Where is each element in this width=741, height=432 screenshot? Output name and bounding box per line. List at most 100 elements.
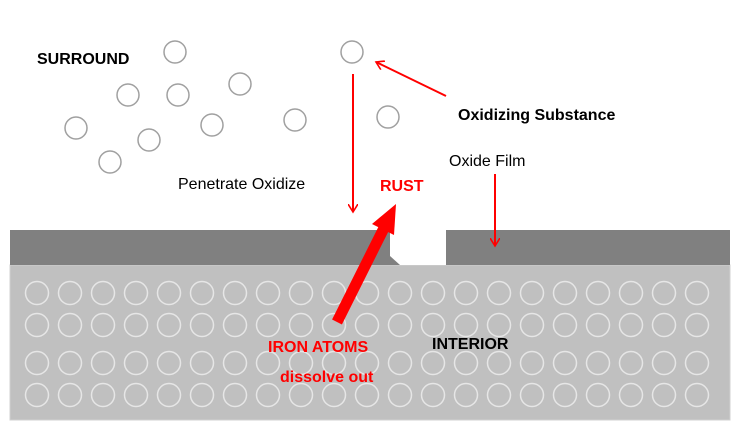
- iron-atom: [651, 350, 677, 376]
- iron-atom: [90, 350, 116, 376]
- iron-atom: [189, 280, 215, 306]
- iron-atom: [24, 312, 50, 338]
- iron-atom: [486, 350, 512, 376]
- oxidizing-substance-label: Oxidizing Substance: [458, 107, 615, 124]
- iron-atom: [255, 382, 281, 408]
- iron-atom: [420, 312, 446, 338]
- iron-atom: [321, 312, 347, 338]
- iron-atom: [321, 350, 347, 376]
- iron-atom: [618, 280, 644, 306]
- iron-atom: [57, 382, 83, 408]
- iron-atom: [354, 350, 380, 376]
- iron-atom: [189, 312, 215, 338]
- iron-atom: [90, 312, 116, 338]
- dissolve-thick-arrow: [332, 204, 396, 325]
- iron-atom: [552, 312, 578, 338]
- iron-atom: [453, 312, 479, 338]
- oxidizing-molecule: [340, 40, 364, 64]
- iron-atom: [387, 312, 413, 338]
- oxidizing-molecule: [64, 116, 88, 140]
- iron-atom: [255, 312, 281, 338]
- iron-atom: [156, 280, 182, 306]
- iron-atom: [156, 350, 182, 376]
- interior-label: INTERIOR: [432, 336, 509, 353]
- iron-atom: [387, 350, 413, 376]
- iron-atom: [90, 280, 116, 306]
- iron-atom: [453, 382, 479, 408]
- iron-atom: [684, 382, 710, 408]
- iron-atom: [387, 382, 413, 408]
- iron-atom: [123, 382, 149, 408]
- dissolve-out-label: dissolve out: [280, 369, 374, 386]
- iron-atom: [354, 382, 380, 408]
- oxide-film-gap: [390, 229, 446, 265]
- iron-atom: [222, 382, 248, 408]
- oxidizing-molecule: [200, 113, 224, 137]
- oxidizing-molecule: [98, 150, 122, 174]
- iron-atom: [156, 312, 182, 338]
- iron-atom: [288, 280, 314, 306]
- iron-atom: [57, 350, 83, 376]
- rust-label: RUST: [380, 178, 424, 195]
- iron-atom: [684, 312, 710, 338]
- iron-atom: [156, 382, 182, 408]
- iron-atom: [123, 280, 149, 306]
- iron-atom: [486, 280, 512, 306]
- iron-atom: [453, 350, 479, 376]
- iron-atom: [486, 312, 512, 338]
- iron-atom: [651, 382, 677, 408]
- iron-atom: [618, 312, 644, 338]
- oxidizing-molecule: [166, 83, 190, 107]
- oxidizing-molecule: [283, 108, 307, 132]
- oxidizing-molecule: [163, 40, 187, 64]
- iron-atom: [288, 312, 314, 338]
- iron-atom: [552, 382, 578, 408]
- iron-atom: [585, 350, 611, 376]
- iron-atoms-grid: [24, 280, 710, 408]
- iron-atom: [618, 350, 644, 376]
- iron-atom: [24, 350, 50, 376]
- oxidizing-molecules: [64, 40, 400, 174]
- iron-atom: [651, 312, 677, 338]
- iron-atom: [123, 312, 149, 338]
- iron-atoms-label: IRON ATOMS: [268, 339, 368, 356]
- iron-atom: [585, 382, 611, 408]
- iron-atom: [123, 350, 149, 376]
- iron-atom: [420, 350, 446, 376]
- iron-atom: [453, 280, 479, 306]
- iron-atom: [684, 350, 710, 376]
- oxidizing-molecule: [376, 105, 400, 129]
- iron-atom: [552, 280, 578, 306]
- iron-atom: [618, 382, 644, 408]
- iron-atom: [321, 382, 347, 408]
- iron-atom: [222, 280, 248, 306]
- iron-atom: [57, 312, 83, 338]
- iron-atom: [585, 312, 611, 338]
- interior-metal: [9, 264, 731, 421]
- iron-atom: [222, 312, 248, 338]
- iron-atom: [420, 382, 446, 408]
- oxidizing-molecule: [116, 83, 140, 107]
- iron-atom: [552, 350, 578, 376]
- iron-atom: [288, 382, 314, 408]
- iron-atom: [57, 280, 83, 306]
- oxidizing-substance-arrow: [376, 62, 447, 97]
- penetrate-oxidize-label: Penetrate Oxidize: [178, 176, 305, 193]
- iron-atom: [90, 382, 116, 408]
- iron-atom: [519, 280, 545, 306]
- iron-atom: [420, 280, 446, 306]
- oxidizing-molecule: [137, 128, 161, 152]
- oxide-film-label: Oxide Film: [449, 153, 525, 170]
- iron-atom: [519, 350, 545, 376]
- oxidizing-molecule: [228, 72, 252, 96]
- iron-atom: [222, 350, 248, 376]
- iron-atom: [24, 382, 50, 408]
- iron-atom: [189, 382, 215, 408]
- iron-atom: [255, 350, 281, 376]
- iron-atom: [354, 312, 380, 338]
- iron-atom: [684, 280, 710, 306]
- iron-atom: [486, 382, 512, 408]
- iron-atom: [387, 280, 413, 306]
- iron-atom: [519, 382, 545, 408]
